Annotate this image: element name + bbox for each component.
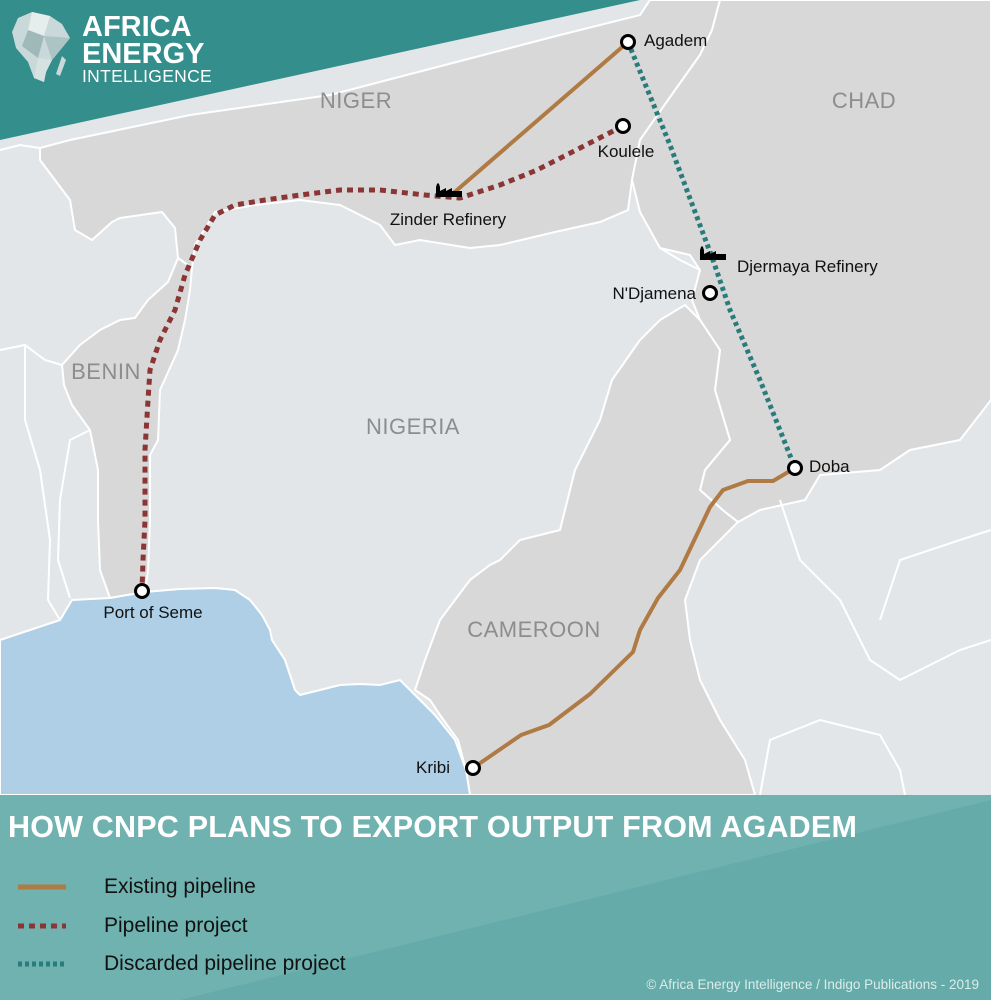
country-labels: NIGER CHAD BENIN NIGERIA CAMEROON xyxy=(71,88,896,642)
refinery-factory-icon xyxy=(436,183,462,197)
place-label: Kribi xyxy=(416,758,450,777)
map-title: HOW CNPC PLANS TO EXPORT OUTPUT FROM AGA… xyxy=(8,810,858,844)
place-label: N'Djamena xyxy=(612,284,696,303)
country-label-niger: NIGER xyxy=(320,88,392,113)
pipeline-discarded xyxy=(625,41,798,469)
legend-label-project: Pipeline project xyxy=(104,913,248,937)
place-kribi: Kribi xyxy=(416,758,481,777)
country-niger xyxy=(39,0,722,270)
city-marker-icon xyxy=(465,760,481,776)
dotted-line-icon xyxy=(18,961,66,967)
city-marker-icon xyxy=(787,460,803,476)
pipeline-existing xyxy=(471,466,797,770)
city-marker-icon xyxy=(615,118,631,134)
pipeline-existing xyxy=(447,40,630,199)
place-label: Doba xyxy=(809,457,850,476)
place-zinder-refinery: Zinder Refinery xyxy=(390,183,507,229)
africa-map-icon xyxy=(12,12,70,82)
city-marker-icon xyxy=(134,583,150,599)
logo-line-2: ENERGY xyxy=(82,38,204,70)
logo-line-1: AFRICA xyxy=(82,11,192,43)
place-n-djamena: N'Djamena xyxy=(612,284,718,303)
city-marker-icon xyxy=(620,34,636,50)
gulf-of-guinea xyxy=(0,586,472,796)
highlighted-countries xyxy=(39,0,991,796)
logo: AFRICA ENERGY INTELLIGENCE xyxy=(12,11,212,86)
place-doba: Doba xyxy=(787,457,850,476)
pipelines xyxy=(139,40,798,770)
legend-label-discarded: Discarded pipeline project xyxy=(104,952,346,976)
place-agadem: Agadem xyxy=(620,31,707,50)
legend-label-existing: Existing pipeline xyxy=(104,875,256,899)
country-label-cameroon: CAMEROON xyxy=(467,617,601,642)
country-label-chad: CHAD xyxy=(832,88,896,113)
refinery-factory-icon xyxy=(700,246,726,260)
country-label-nigeria: NIGERIA xyxy=(366,414,460,439)
header-band xyxy=(0,0,640,140)
place-label: Koulele xyxy=(598,142,655,161)
country-cameroon xyxy=(413,303,757,796)
solid-line-icon xyxy=(18,884,66,890)
country-label-benin: BENIN xyxy=(71,359,141,384)
place-djermaya-refinery: Djermaya Refinery xyxy=(700,246,878,276)
legend-item-existing: Existing pipeline xyxy=(18,868,346,907)
place-label: Port of Seme xyxy=(103,603,202,622)
place-port-of-seme: Port of Seme xyxy=(103,583,203,622)
country-benin xyxy=(60,256,194,600)
footer-band xyxy=(0,795,991,1000)
logo-line-3: INTELLIGENCE xyxy=(82,66,212,86)
pipeline-project xyxy=(139,123,625,592)
city-marker-icon xyxy=(702,285,718,301)
dashed-line-icon xyxy=(18,923,66,929)
copyright-credit: © Africa Energy Intelligence / Indigo Pu… xyxy=(646,977,979,992)
place-koulele: Koulele xyxy=(598,118,655,161)
legend-item-discarded: Discarded pipeline project xyxy=(18,945,346,984)
other-borders xyxy=(0,143,991,796)
legend-item-project: Pipeline project xyxy=(18,907,346,946)
legend: Existing pipeline Pipeline project Disca… xyxy=(18,868,346,984)
place-label: Agadem xyxy=(644,31,707,50)
place-label: Zinder Refinery xyxy=(390,210,507,229)
place-label: Djermaya Refinery xyxy=(737,257,878,276)
